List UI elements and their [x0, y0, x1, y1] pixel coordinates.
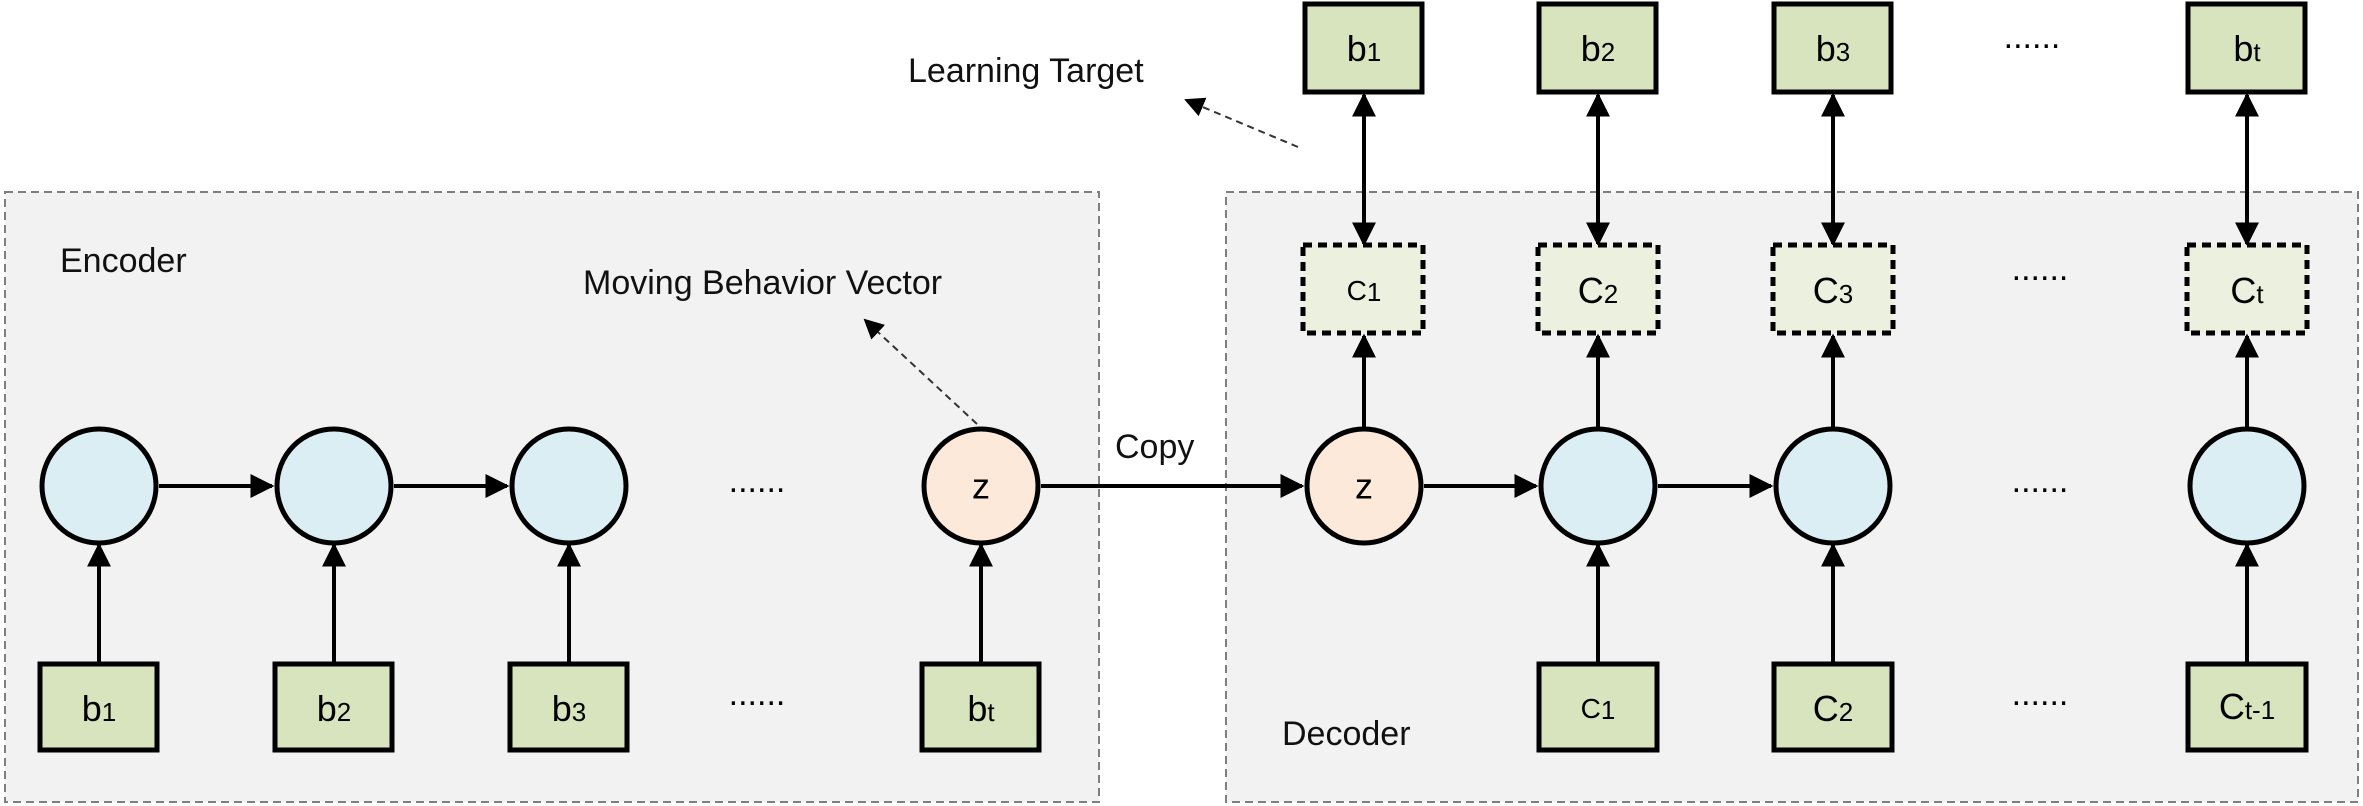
decoder-output-ellipsis: ...... [2012, 250, 2069, 288]
encoder-input-box [507, 661, 630, 753]
decoder-input-ellipsis: ...... [2012, 675, 2069, 713]
encoder-input-ellipsis: ...... [729, 675, 786, 713]
decoder-rnn-cell [1538, 426, 1658, 546]
decoder-input-box [1771, 661, 1895, 753]
decoder-rnn-cell [2187, 426, 2307, 546]
encoder-input-label: b1 [82, 688, 117, 729]
decoder-hidden-output-label: C1 [1347, 275, 1382, 308]
target-box [1771, 1, 1894, 95]
moving-behavior-vector-label: Moving Behavior Vector [583, 264, 942, 302]
encoder-latent-z [921, 426, 1041, 546]
encoder-input-label: bt [967, 688, 995, 729]
decoder-input-label: C2 [1813, 688, 1853, 729]
decoder-input-label: C1 [1581, 693, 1616, 726]
encoder-input-label: b2 [317, 688, 352, 729]
target-label: b1 [1347, 28, 1382, 69]
encoder-rnn-cell [274, 426, 394, 546]
decoder-cell-ellipsis: ...... [2012, 462, 2069, 500]
encoder-input-box [919, 661, 1042, 753]
decoder-hidden-output-label: C2 [1578, 270, 1618, 311]
decoder-hidden-output-box [2184, 242, 2310, 336]
decoder-latent-z [1304, 426, 1424, 546]
encoder-latent-z-label: z [972, 466, 990, 507]
target-label: b2 [1581, 28, 1616, 69]
decoder-hidden-output-label: C3 [1813, 270, 1853, 311]
target-ellipsis: ...... [2004, 18, 2061, 56]
target-label: b3 [1816, 28, 1851, 69]
target-box [2185, 1, 2308, 95]
encoder-input-box [37, 661, 160, 753]
encoder-input-box [272, 661, 395, 753]
target-annotation-arrow [1184, 97, 1299, 148]
decoder-latent-z-label: z [1355, 466, 1373, 507]
learning-target-label: Learning Target [908, 52, 1144, 90]
decoder-hidden-output-box [1300, 242, 1426, 336]
copy-label: Copy [1115, 428, 1194, 466]
encoder-rnn-cell [509, 426, 629, 546]
target-label: bt [2233, 28, 2261, 69]
decoder-hidden-output-label: Ct [2230, 270, 2264, 311]
decoder-input-box [1536, 661, 1660, 753]
encoder-input-label: b3 [552, 688, 587, 729]
vector-annotation-arrow [863, 318, 978, 425]
decoder-hidden-output-box [1535, 242, 1661, 336]
encoder-label: Encoder [60, 242, 187, 280]
encoder-cell-ellipsis: ...... [729, 462, 786, 500]
decoder-label: Decoder [1282, 715, 1411, 753]
decoder-input-box [2185, 661, 2309, 753]
target-box [1302, 1, 1425, 95]
decoder-hidden-output-box [1770, 242, 1896, 336]
decoder-rnn-cell [1773, 426, 1893, 546]
encoder-rnn-cell [39, 426, 159, 546]
decoder-input-label: Ct-1 [2219, 686, 2275, 727]
target-box [1536, 1, 1659, 95]
